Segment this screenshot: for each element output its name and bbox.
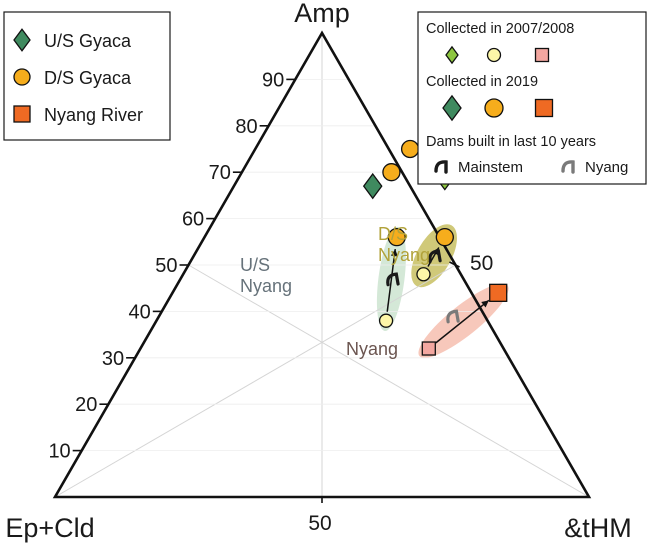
legend-marker-ds-2007 <box>486 47 502 63</box>
data-point <box>416 267 431 282</box>
annotation-label: U/S <box>240 255 270 275</box>
amp-tick-label: 30 <box>102 348 124 370</box>
annotation-label: D/S <box>378 224 408 244</box>
legend-marker-ny-2007 <box>534 47 550 63</box>
dam-mainstem-marker <box>386 272 400 287</box>
data-point <box>387 228 406 247</box>
data-point <box>435 228 454 247</box>
amp-tick-label: 10 <box>48 441 70 463</box>
amp-ticks: 10 20 30 40 50 60 70 80 90 <box>48 69 296 463</box>
data-point <box>382 163 401 182</box>
legend-us-gyaca: U/S Gyaca <box>44 31 132 51</box>
legend-title-2007: Collected in 2007/2008 <box>426 21 574 37</box>
amp-tick-label: 70 <box>209 162 231 184</box>
change-arrow <box>435 299 490 344</box>
legend-right-markers <box>434 45 575 174</box>
data-point <box>362 172 383 200</box>
grid-median-line <box>188 264 590 498</box>
dam-nyang-marker <box>446 309 460 324</box>
axis-label-ep-cld: Ep+Cld <box>5 513 94 543</box>
data-points <box>362 139 508 356</box>
legend-marker-us-2007 <box>445 45 459 65</box>
legend-ds-gyaca: D/S Gyaca <box>44 68 132 88</box>
legend-dam-nyang-icon <box>561 160 575 174</box>
amp-tick-label: 60 <box>182 209 204 231</box>
legend-nyang: Nyang <box>585 159 628 176</box>
annotation-label: Nyang <box>378 245 430 265</box>
annotation-label: Nyang <box>346 339 398 359</box>
change-arrow-head <box>481 300 489 308</box>
legend-marker-us-2019 <box>442 94 462 122</box>
amp-tick-label: 80 <box>235 116 257 138</box>
amp-tick-label: 40 <box>129 301 151 323</box>
grid-median-line <box>54 264 456 498</box>
right-tick-mark <box>449 261 460 268</box>
legend-marker-us-gyaca <box>13 28 31 52</box>
amp-tick-label: 50 <box>155 255 177 277</box>
change-arrow-head <box>390 249 398 257</box>
legend-marker-ny-2019 <box>534 98 554 118</box>
data-point <box>378 313 394 328</box>
dam-mainstem-marker <box>428 249 442 264</box>
bottom-tick-50: 50 <box>308 512 331 535</box>
amp-tick-label: 90 <box>262 69 284 91</box>
annotation-label: Nyang <box>240 276 292 296</box>
dam-markers <box>386 249 460 324</box>
legend-mainstem: Mainstem <box>458 159 523 176</box>
data-point <box>489 283 508 302</box>
data-point <box>421 341 436 356</box>
legend-marker-ds-gyaca <box>13 68 31 86</box>
legend-right: Collected in 2007/2008 Collected in 2019… <box>417 11 647 185</box>
legend-left: U/S Gyaca D/S Gyaca Nyang River <box>3 11 171 141</box>
legend-title-dams: Dams built in last 10 years <box>426 134 596 150</box>
legend-dam-mainstem-icon <box>434 160 448 174</box>
legend-left-markers <box>13 28 31 123</box>
legend-nyang-river: Nyang River <box>44 105 143 125</box>
change-arrow <box>386 248 396 312</box>
axis-label-amp: Amp <box>294 0 350 28</box>
legend-marker-ds-2019 <box>484 98 504 118</box>
legend-marker-nyang-river <box>13 105 31 123</box>
amp-tick-label: 20 <box>75 394 97 416</box>
legend-title-2019: Collected in 2019 <box>426 74 538 90</box>
data-point <box>400 139 420 159</box>
axis-label-thm: &tHM <box>564 513 632 543</box>
right-tick-50: 50 <box>470 252 493 275</box>
